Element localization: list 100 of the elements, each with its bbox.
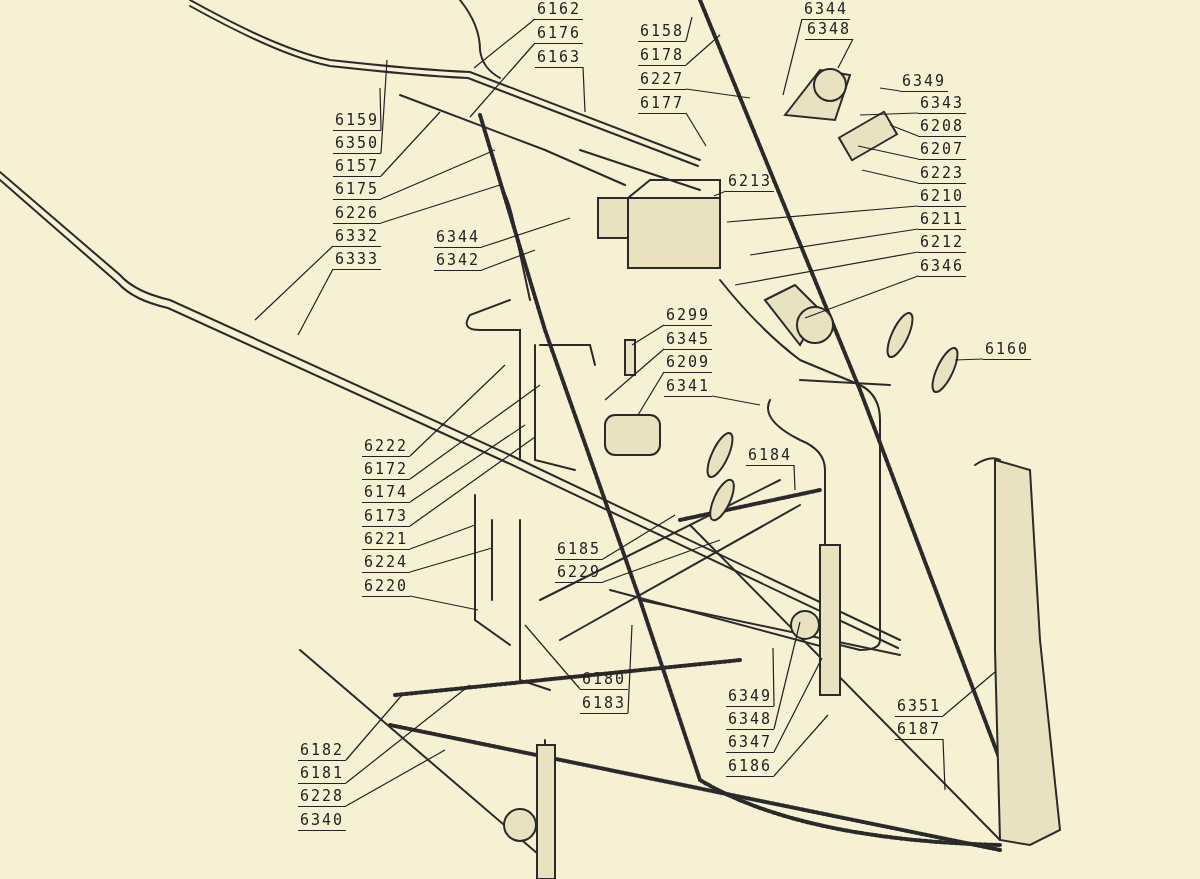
leader-line	[524, 624, 581, 690]
callout-number: 6212	[918, 233, 967, 253]
leader-line	[380, 184, 501, 224]
leader-line	[409, 424, 526, 503]
callout-number: 6224	[362, 553, 411, 573]
leader-line	[954, 358, 984, 361]
callout-number: 6172	[362, 460, 411, 480]
callout-number: 6221	[362, 530, 411, 550]
leader-line	[772, 647, 775, 707]
leader-line	[793, 464, 796, 491]
leader-line	[469, 42, 536, 118]
callout-number: 6175	[333, 180, 382, 200]
leader-line	[409, 384, 541, 480]
callout-number: 6346	[918, 257, 967, 277]
leader-line	[685, 16, 693, 42]
leader-line	[713, 190, 727, 197]
leader-line	[782, 18, 803, 96]
leader-line	[380, 149, 496, 200]
callout-number: 6341	[664, 377, 713, 397]
callout-number: 6157	[333, 157, 382, 177]
leader-line	[773, 621, 801, 730]
callout-number: 6173	[362, 507, 411, 527]
leader-line	[345, 694, 403, 761]
leader-line	[726, 205, 919, 223]
leader-line	[409, 436, 536, 527]
leader-line	[409, 595, 479, 611]
callout-number: 6229	[555, 563, 604, 583]
leader-line	[582, 66, 586, 113]
leader-line	[749, 228, 919, 256]
callout-number: 6158	[638, 22, 687, 42]
callout-number: 6345	[664, 330, 713, 350]
callout-number: 6223	[918, 164, 967, 184]
leader-line	[380, 59, 388, 154]
callout-number: 6333	[333, 250, 382, 270]
callout-number: 6340	[298, 811, 347, 831]
callout-number: 6349	[900, 72, 949, 92]
callout-number: 6180	[580, 670, 629, 690]
callout-number: 6183	[580, 694, 629, 714]
leader-line	[379, 87, 382, 131]
callout-number: 6182	[298, 741, 347, 761]
leader-line	[631, 324, 665, 346]
leader-line	[942, 738, 946, 791]
callout-number: 6342	[434, 251, 483, 271]
leader-line	[734, 251, 919, 286]
leader-line	[773, 714, 829, 777]
leader-line	[297, 268, 334, 336]
callout-number: 6344	[802, 0, 851, 20]
leader-line	[861, 169, 919, 184]
callout-number: 6332	[333, 227, 382, 247]
callout-number: 6207	[918, 140, 967, 160]
leader-line	[711, 395, 761, 406]
callout-number: 6181	[298, 764, 347, 784]
callout-number: 6226	[333, 204, 382, 224]
callout-number: 6348	[726, 710, 775, 730]
callout-number: 6209	[664, 353, 713, 373]
leader-line	[685, 88, 751, 99]
leader-line	[409, 364, 506, 457]
leader-line	[602, 514, 676, 560]
callout-number: 6222	[362, 437, 411, 457]
callout-number: 6213	[726, 172, 775, 192]
callout-number: 6187	[895, 720, 944, 740]
leader-line	[857, 145, 919, 160]
callout-number: 6348	[805, 20, 854, 40]
leader-line	[409, 524, 476, 550]
leader-line	[481, 249, 536, 271]
callout-number: 6162	[535, 0, 584, 20]
leader-line	[637, 371, 665, 416]
leader-line	[345, 749, 446, 807]
callout-number: 6177	[638, 94, 687, 114]
leader-line	[837, 38, 854, 69]
callout-number: 6163	[535, 48, 584, 68]
callout-number: 6184	[746, 446, 795, 466]
callout-number: 6299	[664, 306, 713, 326]
callout-number: 6208	[918, 117, 967, 137]
leader-line	[773, 657, 823, 753]
callout-number: 6174	[362, 483, 411, 503]
callout-number: 6344	[434, 228, 483, 248]
leader-line	[627, 624, 633, 714]
leader-line	[473, 18, 536, 69]
callout-number: 6343	[918, 94, 967, 114]
callout-number: 6176	[535, 24, 584, 44]
leader-line	[380, 111, 441, 177]
callout-number: 6211	[918, 210, 967, 230]
callout-number: 6210	[918, 187, 967, 207]
callout-number: 6186	[726, 757, 775, 777]
leader-line	[409, 547, 493, 573]
leader-line	[859, 112, 919, 116]
callout-number: 6351	[895, 697, 944, 717]
callout-number: 6160	[983, 340, 1032, 360]
callout-number: 6220	[362, 577, 411, 597]
leader-line	[879, 87, 901, 92]
leader-line	[604, 348, 665, 401]
leader-line	[481, 217, 571, 248]
callout-number: 6350	[333, 134, 382, 154]
leader-line	[685, 34, 721, 66]
callout-number: 6347	[726, 733, 775, 753]
leader-line	[889, 124, 919, 137]
callout-number: 6178	[638, 46, 687, 66]
leader-line	[942, 671, 996, 717]
leader-line	[804, 275, 919, 319]
